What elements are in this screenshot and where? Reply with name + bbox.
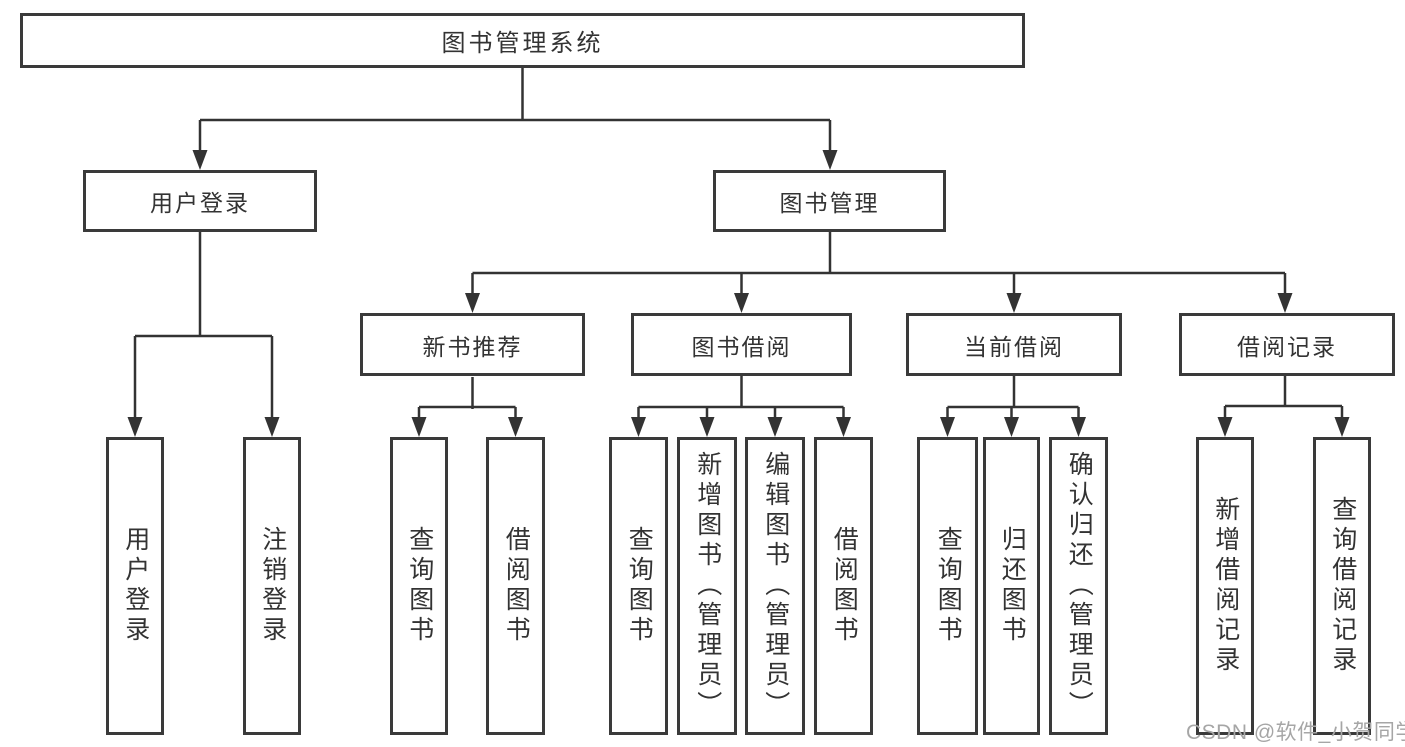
node-query-books-current: 查询图书 bbox=[917, 437, 978, 735]
node-label: 查询图书 bbox=[625, 526, 654, 646]
node-label: 新增图书（管理员） bbox=[693, 451, 722, 721]
node-add-books-admin: 新增图书（管理员） bbox=[677, 437, 737, 735]
node-label: 借阅记录 bbox=[1237, 333, 1337, 360]
node-label: 图书管理 bbox=[779, 190, 880, 216]
node-book-management: 图书管理 bbox=[713, 170, 946, 232]
connector-lines bbox=[133, 68, 1344, 419]
arrowheads bbox=[127, 150, 1350, 437]
node-label: 归还图书 bbox=[998, 526, 1027, 646]
node-borrow-books-recommend: 借阅图书 bbox=[486, 437, 545, 735]
node-label: 查询图书 bbox=[405, 526, 434, 646]
node-label: 用户登录 bbox=[121, 526, 150, 646]
node-label: 新书推荐 bbox=[422, 333, 523, 360]
node-user-login-leaf: 用户登录 bbox=[106, 437, 164, 735]
node-query-borrow-record: 查询借阅记录 bbox=[1313, 437, 1371, 735]
node-label: 查询借阅记录 bbox=[1328, 496, 1357, 676]
node-borrowing-records: 借阅记录 bbox=[1179, 313, 1395, 376]
node-new-book-recommendation: 新书推荐 bbox=[360, 313, 585, 376]
node-logout: 注销登录 bbox=[243, 437, 301, 735]
node-label: 借阅图书 bbox=[830, 526, 859, 646]
node-query-books-borrow: 查询图书 bbox=[609, 437, 668, 735]
node-label: 注销登录 bbox=[258, 526, 287, 646]
node-label: 新增借阅记录 bbox=[1211, 496, 1240, 676]
node-label: 借阅图书 bbox=[502, 526, 531, 646]
node-label: 图书借阅 bbox=[691, 333, 792, 360]
node-query-books-recommend: 查询图书 bbox=[390, 437, 448, 735]
node-user-login: 用户登录 bbox=[83, 170, 317, 232]
node-label: 图书管理系统 bbox=[441, 30, 604, 57]
node-label: 编辑图书（管理员） bbox=[761, 451, 790, 721]
node-borrow-books: 借阅图书 bbox=[814, 437, 873, 735]
watermark: CSDN @软件_小贺同学 bbox=[1186, 721, 1405, 744]
node-add-borrow-record: 新增借阅记录 bbox=[1196, 437, 1254, 735]
node-confirm-return-admin: 确认归还（管理员） bbox=[1049, 437, 1108, 735]
node-label: 用户登录 bbox=[150, 190, 250, 216]
node-label: 查询图书 bbox=[934, 526, 963, 646]
node-label: 当前借阅 bbox=[964, 333, 1064, 360]
node-edit-books-admin: 编辑图书（管理员） bbox=[745, 437, 805, 735]
node-current-borrowing: 当前借阅 bbox=[906, 313, 1122, 376]
node-return-books: 归还图书 bbox=[983, 437, 1040, 735]
node-library-management-system: 图书管理系统 bbox=[20, 13, 1025, 68]
node-label: 确认归还（管理员） bbox=[1065, 451, 1094, 721]
node-book-borrowing: 图书借阅 bbox=[631, 313, 852, 376]
